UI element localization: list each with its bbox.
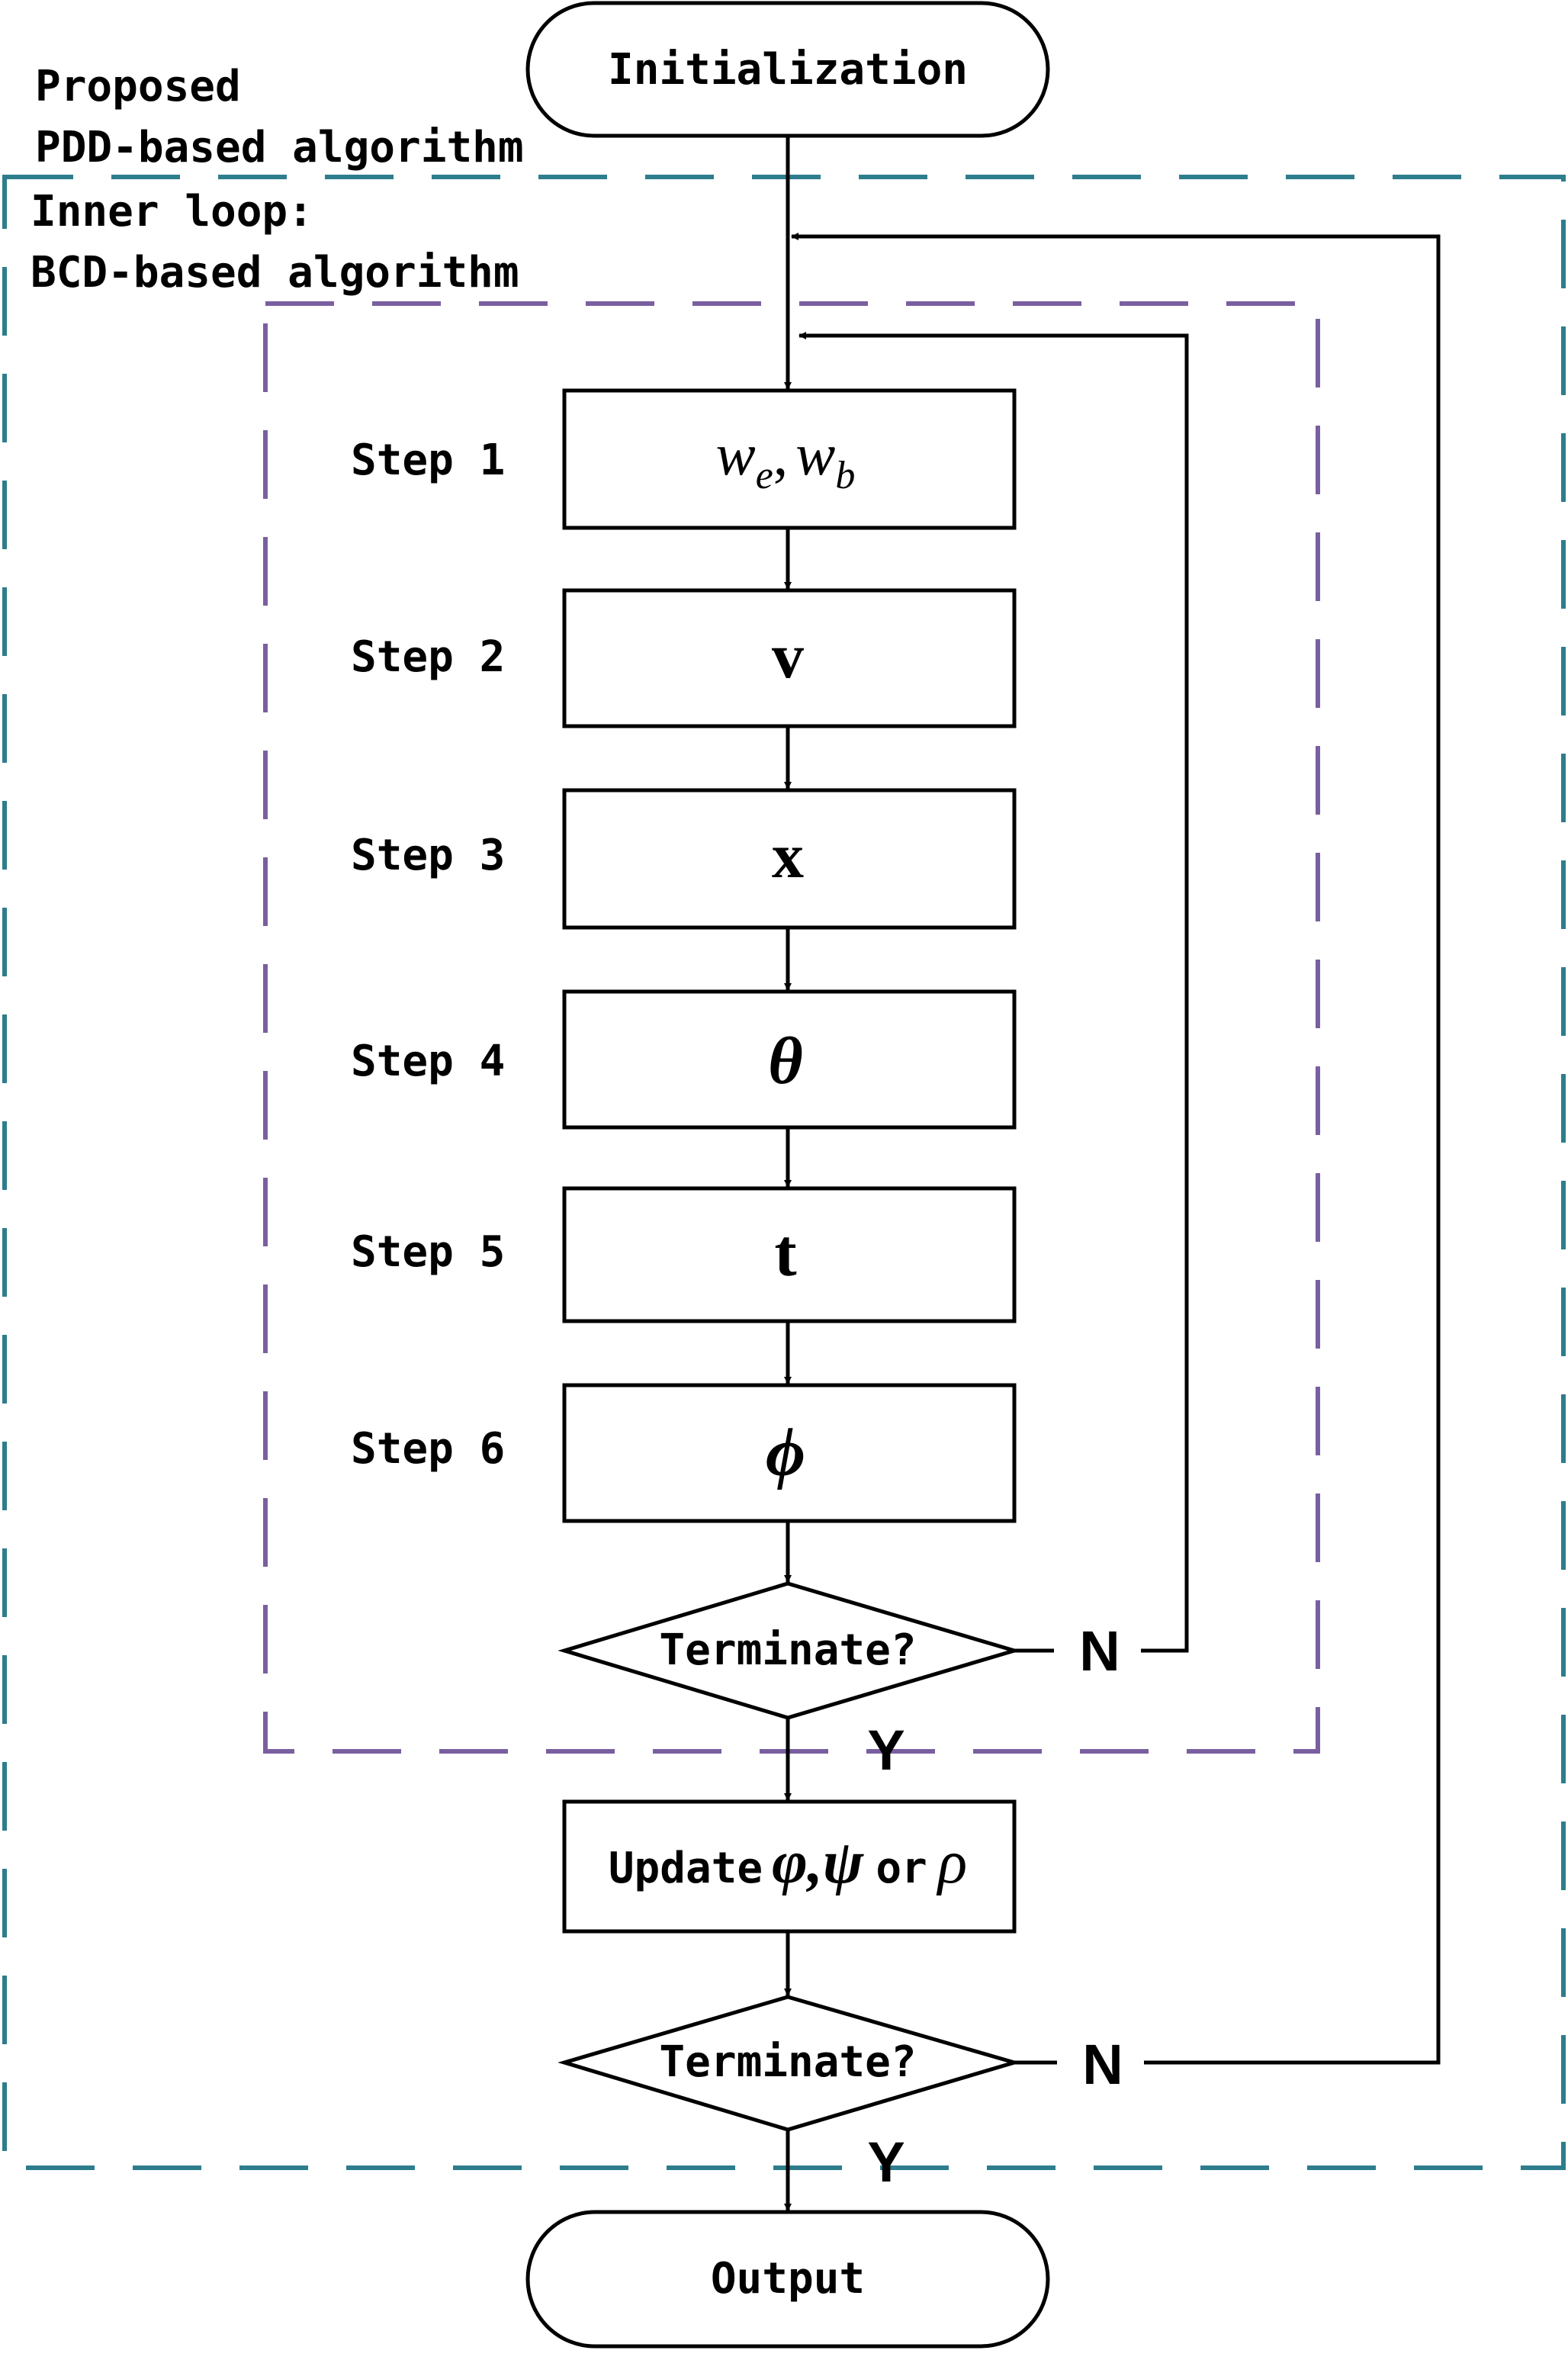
- start-node-label: Initialization: [608, 45, 968, 95]
- step-2: Step 2 v: [351, 588, 1017, 728]
- step-label: Step 4: [351, 1037, 505, 1086]
- update-box: [562, 1799, 1017, 1934]
- step-box: [562, 989, 1017, 1130]
- inner-decision-yes: Y: [867, 1719, 904, 1782]
- step-1: Step 1 we,wb: [351, 388, 1017, 530]
- inner-loop-border: [263, 301, 1320, 1754]
- step-2-content: v: [772, 621, 804, 692]
- outer-loop-border: [2, 175, 1566, 2170]
- end-node-label: Output: [711, 2254, 865, 2304]
- outer-loop-title-line1: Proposed: [35, 62, 241, 111]
- step-label: Step 6: [351, 1424, 505, 1474]
- inner-loop-title-line2: BCD-based algorithm: [31, 248, 519, 297]
- step-5-content: t: [774, 1217, 796, 1291]
- inner-decision: Terminate? N Y: [557, 1581, 1120, 1782]
- inner-loop-feedback-arrow: [798, 332, 1189, 1653]
- step-box: [562, 388, 1017, 530]
- outer-decision-label: Terminate?: [659, 2037, 916, 2087]
- inner-decision-no: N: [1079, 1619, 1120, 1683]
- step-4-content: θ: [768, 1024, 803, 1098]
- step-5: Step 5 t: [351, 1186, 1017, 1323]
- step-1-content: we,wb: [716, 421, 856, 497]
- end-node: [525, 2210, 1050, 2349]
- step-6-content: ϕ: [766, 1415, 805, 1490]
- step-6: Step 6 ϕ: [351, 1383, 1017, 1523]
- step-3: Step 3 x: [351, 788, 1017, 930]
- step-label: Step 1: [351, 436, 505, 485]
- outer-decision-yes: Y: [867, 2130, 904, 2194]
- step-3-content: x: [772, 821, 804, 892]
- step-label: Step 3: [351, 831, 505, 880]
- step-label: Step 2: [351, 632, 505, 682]
- outer-decision: Terminate? N Y: [557, 1995, 1123, 2194]
- inner-decision-label: Terminate?: [659, 1625, 916, 1675]
- step-box: [562, 1186, 1017, 1323]
- step-box: [562, 1383, 1017, 1523]
- inner-loop-title-line1: Inner loop:: [31, 187, 313, 236]
- step-4: Step 4 θ: [351, 989, 1017, 1130]
- outer-loop-feedback-arrow: [791, 233, 1441, 2065]
- step-label: Step 5: [351, 1227, 505, 1277]
- step-box: [562, 588, 1017, 728]
- outer-loop-title-line2: PDD-based algorithm: [35, 123, 524, 172]
- step-box: [562, 788, 1017, 930]
- outer-decision-no: N: [1082, 2033, 1123, 2096]
